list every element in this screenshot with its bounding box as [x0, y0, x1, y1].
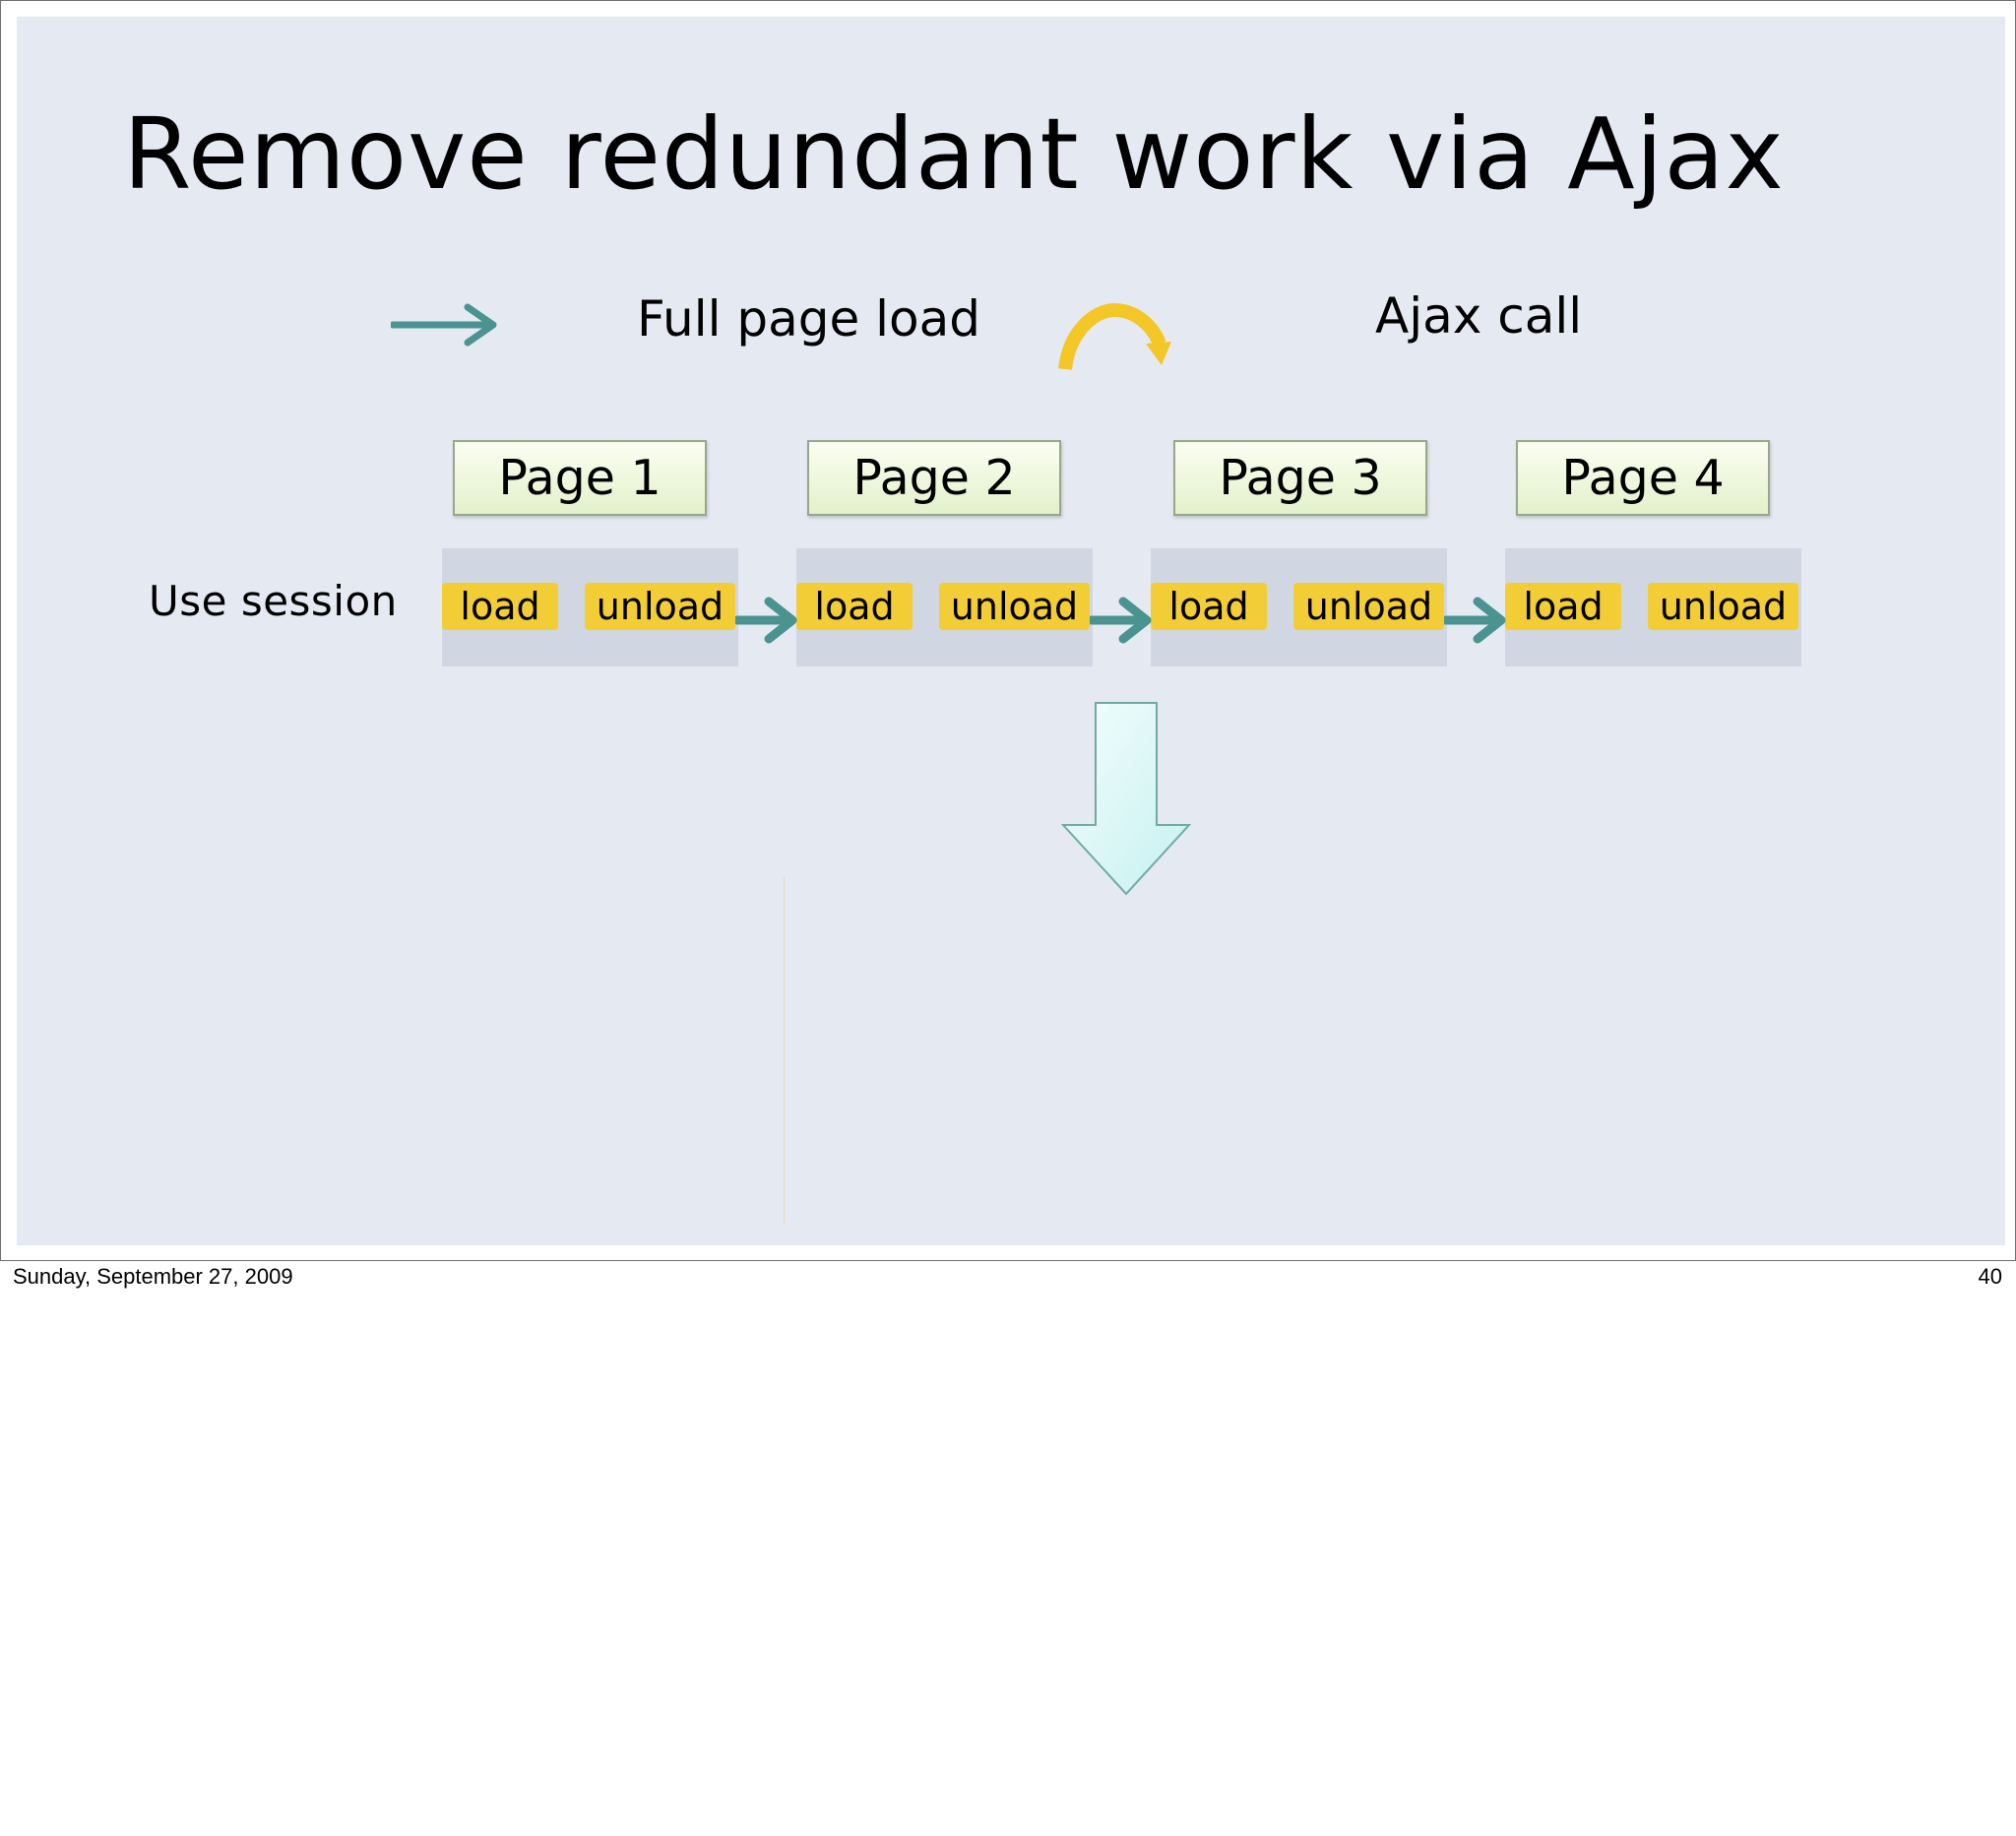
load-chip-2: load: [796, 583, 913, 630]
unload-chip-1: unload: [585, 583, 735, 630]
down-block-arrow-icon: [1060, 702, 1192, 896]
full-page-load-arrow-2-icon: [1090, 597, 1152, 644]
unload-chip-4: unload: [1648, 583, 1798, 630]
load-chip-1: load: [442, 583, 558, 630]
full-page-load-arrow-3-icon: [1444, 597, 1506, 644]
page-4-box: Page 4: [1516, 440, 1770, 516]
faint-divider-line: [784, 877, 785, 1224]
full-page-load-arrow-1-icon: [735, 597, 797, 644]
full-page-load-arrow-icon: [391, 303, 497, 347]
page-2-box: Page 2: [807, 440, 1061, 516]
legend-full-page-load-label: Full page load: [637, 290, 981, 348]
load-chip-4: load: [1505, 583, 1621, 630]
use-session-label: Use session: [149, 577, 398, 625]
slide-frame: Remove redundant work via Ajax Full page…: [0, 0, 2016, 1261]
legend-ajax-call-label: Ajax call: [1375, 287, 1583, 345]
unload-chip-3: unload: [1293, 583, 1444, 630]
slide: Remove redundant work via Ajax Full page…: [17, 17, 2005, 1245]
page-3-box: Page 3: [1173, 440, 1427, 516]
load-chip-3: load: [1151, 583, 1267, 630]
footer-date: Sunday, September 27, 2009: [13, 1264, 293, 1289]
page-1-box: Page 1: [453, 440, 707, 516]
ajax-call-curved-arrow-icon: [1058, 302, 1171, 371]
footer-page-number: 40: [1978, 1264, 2002, 1289]
slide-title: Remove redundant work via Ajax: [123, 96, 1785, 212]
unload-chip-2: unload: [939, 583, 1090, 630]
